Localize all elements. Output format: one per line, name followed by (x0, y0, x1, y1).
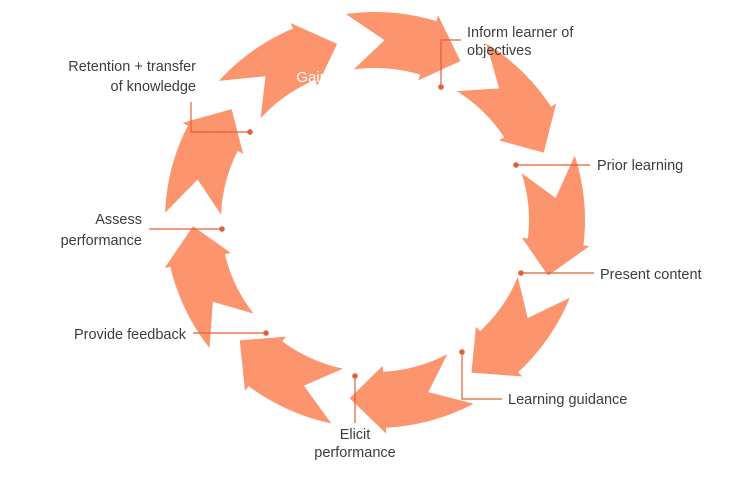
leader-dot-inform-learner (438, 84, 444, 90)
step-label-learning-guidance: Learning guidance (508, 392, 627, 408)
segment-elicit-performance (239, 336, 343, 424)
step-label-present-content: Present content (600, 267, 702, 283)
cycle-segments (164, 12, 590, 434)
step-label-retention-transfer-line1: Retention + transfer (68, 59, 196, 75)
leader-line-retention-transfer (190, 102, 250, 133)
leader-line-learning-guidance (461, 352, 502, 400)
step-label-gain-attention: Gain attention (296, 69, 389, 86)
segment-inform-learner (456, 43, 557, 153)
segment-prior-learning (521, 155, 590, 276)
step-label-elicit-performance-line2: performance (314, 445, 395, 461)
leader-line-inform-learner (440, 39, 461, 87)
step-label-inform-learner-line2: objectives (467, 43, 531, 59)
step-label-assess-performance-line2: performance (61, 233, 142, 249)
segment-provide-feedback (164, 226, 254, 349)
step-label-provide-feedback: Provide feedback (74, 327, 187, 343)
step-label-assess-performance-line1: Assess (95, 212, 142, 228)
leader-dot-retention-transfer (247, 129, 253, 135)
segment-gain-attention (345, 12, 461, 81)
leader-dot-assess-performance (219, 226, 225, 232)
step-label-elicit-performance-line1: Elicit (340, 427, 371, 443)
step-label-prior-learning: Prior learning (597, 158, 683, 174)
leader-lines (149, 39, 594, 423)
leader-dot-provide-feedback (263, 330, 269, 336)
segment-assess-performance (165, 109, 244, 215)
leader-dot-prior-learning (513, 162, 519, 168)
segment-learning-guidance (349, 354, 474, 434)
segment-present-content (471, 276, 570, 377)
leader-dot-learning-guidance (459, 349, 465, 355)
step-label-inform-learner-line1: Inform learner of (467, 25, 574, 41)
step-label-retention-transfer-line2: of knowledge (111, 79, 196, 95)
leader-dot-elicit-performance (352, 373, 358, 379)
segment-retention-transfer (218, 23, 338, 119)
leader-dot-present-content (518, 270, 524, 276)
